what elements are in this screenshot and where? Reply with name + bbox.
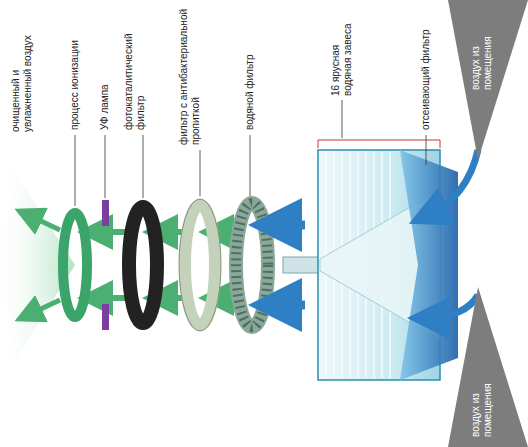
part-label: 16 ярусная водяная завеса [330,14,354,96]
nozzle-pipe [283,257,320,273]
curtain-bracket [318,140,440,148]
node-text: воздух из помещения [470,20,494,90]
triangle-shape [448,287,528,447]
air-arrow [275,221,305,230]
photocatalytic-ring [129,207,157,323]
leader-line [75,135,76,206]
leader-line [342,100,343,138]
node-text: воздух из помещения [470,367,494,437]
leader-line [200,150,201,196]
ring-outline [179,199,221,331]
screening-filter [400,150,458,380]
leader-line [426,135,427,165]
water-filter-ring [236,203,268,327]
part-label: отсеивающий фильтр [420,18,432,130]
leader-line [105,135,106,198]
air-arrow [28,215,60,230]
air-inlet-triangle: воздух из помещения [448,0,528,160]
part-label: фильтр с антибактериальной пропиткой [178,5,202,145]
part-label: водяной фильтр [244,20,256,130]
triangle-shape [448,0,528,160]
part-label: УФ лампа [99,50,111,130]
water-filter-blades [236,203,268,327]
air-inlet-triangle: воздух из помещения [448,287,528,447]
part-label: фотокаталитический фильтр [123,22,147,130]
part-label: очищенный и увлажненный воздух [10,7,34,132]
air-arrow [28,300,60,315]
air-arrow [275,301,305,310]
uv-lamp [102,200,109,226]
inflow-arrow [428,150,478,215]
leader-line [250,135,251,196]
ionization-ring [63,213,87,317]
antibacterial-ring [185,205,215,325]
uv-lamp [102,304,109,330]
inflow-arrow [428,295,478,318]
part-label: процесс ионизации [69,20,81,130]
leader-line [143,135,144,198]
